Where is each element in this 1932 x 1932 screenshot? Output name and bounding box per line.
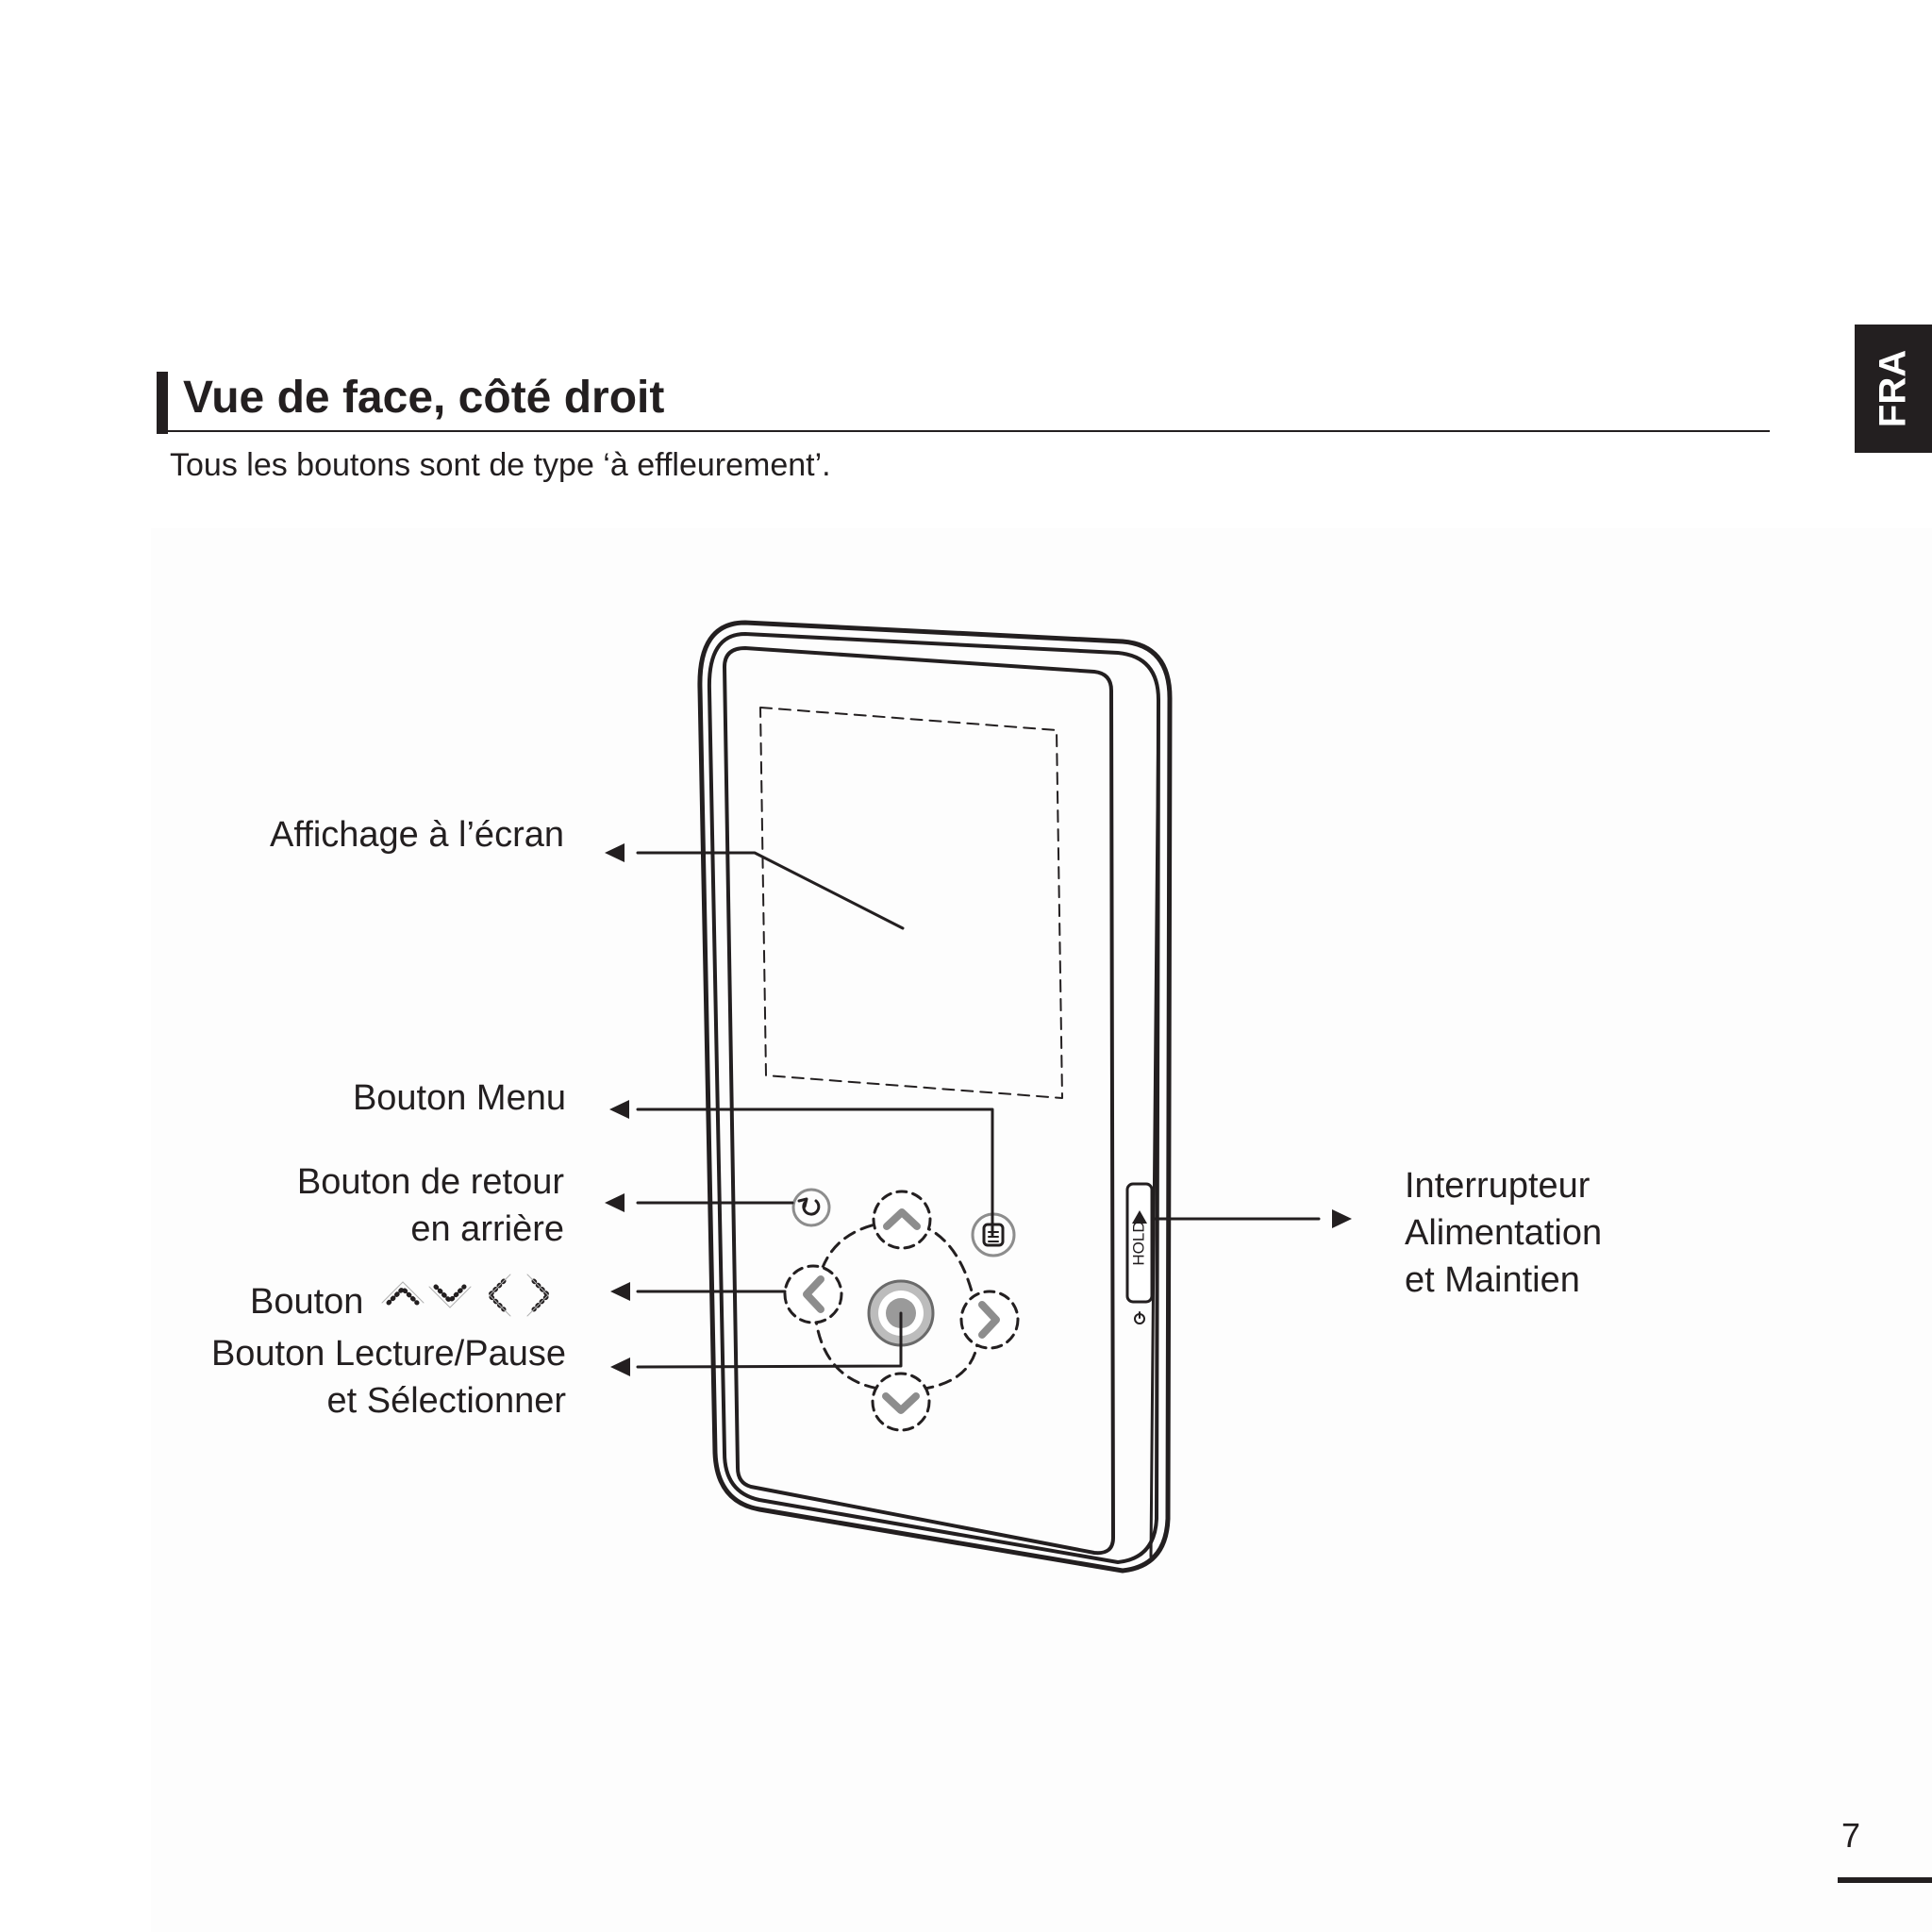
switch-callout-arrow-icon	[1332, 1209, 1352, 1228]
direction-legend-right-icon	[526, 1274, 552, 1317]
power-switch-callout-line3: et Maintien	[1405, 1260, 1580, 1300]
menu-button-callout: Bouton Menu	[353, 1074, 566, 1122]
direction-legend-up-icon	[381, 1281, 425, 1306]
direction-callout-arrow-icon	[610, 1282, 630, 1301]
play-callout-arrow-icon	[610, 1357, 630, 1376]
power-icon	[1134, 1311, 1145, 1324]
screen-callout: Affichage à l’écran	[270, 811, 564, 858]
screen-callout-text: Affichage à l’écran	[270, 815, 564, 855]
back-button-callout: Bouton de retour en arrière	[297, 1158, 564, 1253]
play-button-callout-line2: et Sélectionner	[326, 1381, 567, 1421]
power-switch-callout-line1: Interrupteur	[1405, 1166, 1591, 1206]
direction-legend-left-icon	[486, 1274, 511, 1317]
device-face	[723, 646, 1115, 1556]
menu-leader-line	[636, 1108, 994, 1237]
page-number-rule	[1838, 1877, 1932, 1883]
menu-callout-arrow-icon	[609, 1100, 629, 1119]
hold-switch-arrow-icon	[1132, 1210, 1147, 1224]
hold-switch	[1125, 1182, 1154, 1304]
hold-switch-label: HOLD	[1129, 1221, 1147, 1265]
right-arrow-icon	[959, 1290, 1020, 1350]
device-inner-shell	[707, 632, 1160, 1564]
left-arrow-icon	[783, 1264, 843, 1324]
play-button-callout: Bouton Lecture/Pause et Sélectionner	[211, 1330, 566, 1424]
screen-area	[759, 707, 1063, 1099]
section-subtitle: Tous les boutons sont de type ‘à effleur…	[170, 447, 831, 483]
direction-legend-down-icon	[428, 1284, 472, 1308]
section-title-marker	[157, 372, 168, 434]
screen-leader-line	[636, 851, 905, 930]
menu-button-callout-text: Bouton Menu	[352, 1078, 566, 1118]
play-button-callout-line1: Bouton Lecture/Pause	[210, 1334, 566, 1374]
back-button-callout-line1: Bouton de retour	[296, 1162, 564, 1202]
screen-callout-arrow-icon	[605, 843, 625, 862]
diagram-background	[151, 528, 1932, 1932]
language-tab: FRA	[1855, 325, 1932, 453]
page-number: 7	[1841, 1816, 1861, 1855]
power-switch-callout: Interrupteur Alimentation et Maintien	[1405, 1162, 1602, 1304]
section-title: Vue de face, côté droit	[183, 373, 665, 423]
play-leader-line	[636, 1311, 903, 1369]
device-side-edge	[1149, 698, 1160, 1558]
section-title-rule	[168, 430, 1770, 432]
power-switch-callout-line2: Alimentation	[1405, 1213, 1603, 1253]
back-button-callout-line2: en arrière	[410, 1209, 564, 1249]
back-callout-arrow-icon	[605, 1193, 625, 1212]
up-arrow-icon	[872, 1190, 932, 1250]
direction-buttons-callout: Bouton	[250, 1278, 363, 1325]
down-arrow-icon	[871, 1372, 931, 1432]
back-icon	[791, 1188, 831, 1227]
direction-buttons-callout-text: Bouton	[250, 1282, 364, 1322]
device-outer-shell	[697, 620, 1173, 1574]
